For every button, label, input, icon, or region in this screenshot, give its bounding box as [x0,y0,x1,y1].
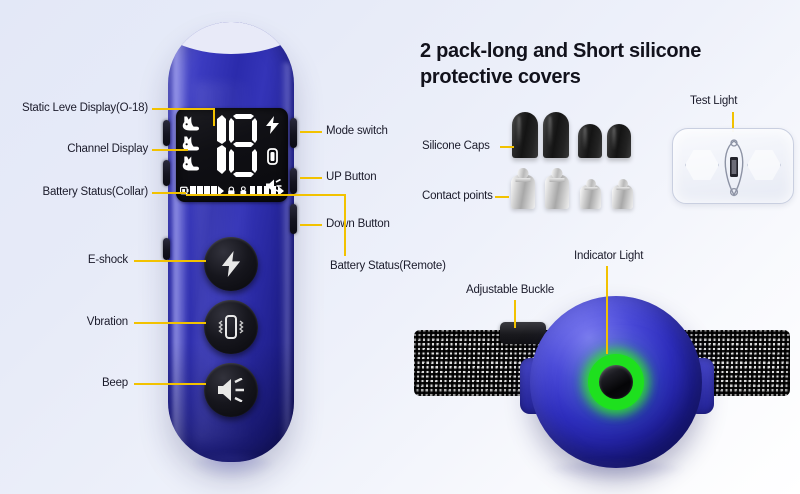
lcd-screen [176,108,288,202]
silicone-cap-long [543,112,569,158]
leader-indicator-light [606,266,608,354]
contact-knob [517,168,529,179]
leader-battery-status-remote-h [186,194,346,196]
battery-segment [204,185,210,196]
silicone-cap-short [607,124,631,158]
contact-collar [584,187,597,190]
battery-segment [211,185,217,196]
battery-segment [263,185,270,196]
page-title: 2 pack-long and Short silicone protectiv… [420,40,702,89]
contact-collar [549,178,565,182]
label-indicator-light: Indicator Light [574,250,644,262]
seven-segment-digits [217,114,257,177]
contact-knob [551,168,563,179]
label-beep: Beep [101,377,128,389]
lock-icon [227,185,235,195]
label-battery-status-collar: Battery Status(Collar) [42,186,148,198]
channel-display-icons [181,115,201,175]
battery-segment [249,185,256,196]
leader-down-button [300,224,322,226]
contact-collar [616,187,629,190]
contact-knob [585,179,596,189]
beep-button[interactable] [204,363,258,417]
label-test-light: Test Light [690,95,738,107]
left-side-button-lower[interactable] [163,238,170,260]
down-button[interactable] [290,204,297,234]
label-battery-status-remote: Battery Status(Remote) [330,260,446,272]
up-button[interactable] [290,168,297,194]
lightning-bolt-icon [221,251,241,277]
dog-head-icon [182,116,199,131]
leader-mode-switch [300,131,322,133]
contact-collar [515,178,531,182]
dog-head-icon [182,156,199,171]
battery-arrow-cap [277,185,284,196]
contact-point-short [580,179,601,209]
contact-point-long [545,168,569,209]
label-adjustable-buckle: Adjustable Buckle [466,284,555,296]
contact-point-long [511,168,535,209]
label-vibration: Vbration [86,316,128,328]
test-light-tool [672,128,794,204]
label-silicone-caps: Silicone Caps [422,140,490,152]
label-mode-switch: Mode switch [326,125,388,137]
leader-vibration [134,322,206,324]
battery-segment [256,185,263,196]
silicone-cap-short [578,124,602,158]
remote-right-highlight [280,62,290,442]
test-light-hex-hole [685,149,719,181]
vibrate-icon [266,148,284,170]
label-e-shock: E-shock [87,254,128,266]
collar-shadow [540,462,690,482]
leader-test-light [732,112,734,132]
receiver-lens [599,365,633,399]
key-icon [240,185,247,195]
left-side-button-mid[interactable] [163,160,170,186]
dog-head-icon [182,136,199,151]
leader-e-shock [134,260,206,262]
label-down-button: Down Button [326,218,390,230]
leader-silicone-caps [500,146,514,148]
battery-segment [270,185,277,196]
label-static-level-display: Static Leve Display(O-18) [21,102,148,114]
test-light-hex-hole [747,149,781,181]
vibrating-device-icon [218,315,244,339]
leader-battery-status-collar [152,192,186,194]
leader-static-level-display [152,108,214,110]
contact-knob [617,179,628,189]
speaker-icon [218,378,244,402]
label-channel-display: Channel Display [67,143,148,155]
e-shock-button[interactable] [204,237,258,291]
battery-icon [180,186,189,195]
left-side-button-upper[interactable] [163,120,170,146]
leader-contact-points [495,196,509,198]
static-level-value [203,113,259,179]
leader-beep [134,383,206,385]
battery-status-bar [180,184,284,197]
mode-switch-button[interactable] [290,118,297,148]
vibration-button[interactable] [204,300,258,354]
silicone-cap-long [512,112,538,158]
leader-channel-display [152,149,188,151]
leader-up-button [300,177,322,179]
shock-bolt-icon [266,116,284,139]
battery-segment [197,185,203,196]
battery-segment [190,185,196,196]
leader-adjustable-buckle [514,300,516,328]
label-up-button: UP Button [326,171,377,183]
battery-arrow-cap [218,185,225,196]
test-light-bulb-icon [724,139,744,197]
leader-battery-status-remote-v [344,194,346,256]
adjustable-buckle[interactable] [500,322,546,344]
contact-point-short [612,179,633,209]
label-contact-points: Contact points [422,190,493,202]
remote-reflection [186,455,278,481]
leader-static-level-display-v [213,108,215,126]
